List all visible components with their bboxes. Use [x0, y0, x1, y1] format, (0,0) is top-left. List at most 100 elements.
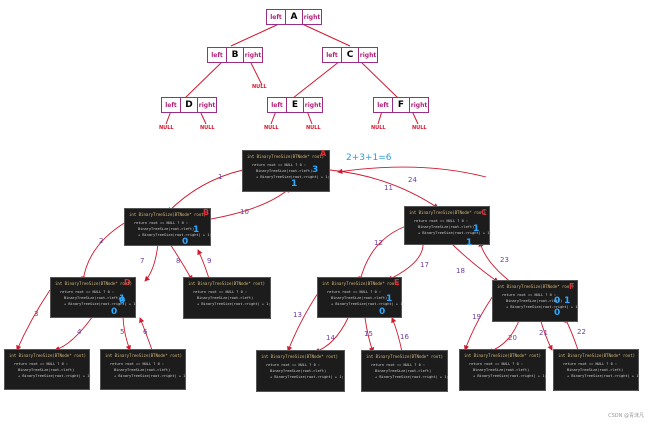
return-value: 1 — [466, 238, 473, 248]
step-number: 22 — [577, 328, 586, 336]
null-label: NULL — [371, 125, 386, 131]
code-line: + BinaryTreeSize(root->right) + 1; — [375, 375, 449, 379]
left-pointer-label: left — [211, 51, 223, 59]
code-line: + BinaryTreeSize(root->right) + 1; — [418, 231, 492, 235]
step-number: 7 — [140, 257, 145, 265]
function-header: int BinaryTreeSize(BTNode* root) — [322, 281, 400, 286]
recursion-frame-d: int BinaryTreeSize(BTNode* root) return … — [50, 277, 138, 318]
step-number: 13 — [293, 311, 302, 319]
step-number: 12 — [374, 239, 383, 247]
right-pointer-label: right — [410, 101, 428, 109]
recursion-frame-b: int BinaryTreeSize(BTNode* root) return … — [124, 208, 212, 246]
node-value: F — [392, 98, 410, 112]
right-pointer-label: right — [303, 13, 321, 21]
right-pointer-label: right — [198, 101, 216, 109]
return-value: 1 — [291, 179, 298, 189]
step-number: 24 — [408, 176, 417, 184]
return-value: 1 — [473, 224, 480, 234]
code-line: + BinaryTreeSize(root->right) + 1; — [114, 374, 188, 378]
code-line: return root == NULL ? 0 : — [14, 362, 69, 366]
code-line: return root == NULL ? 0 : — [502, 293, 557, 297]
code-line: return root == NULL ? 0 : — [469, 362, 524, 366]
step-number: 19 — [472, 313, 481, 321]
step-number: 11 — [384, 184, 393, 192]
null-label: NULL — [412, 125, 427, 131]
tree-node-b: left B right — [207, 47, 263, 63]
code-line: BinaryTreeSize(root->left) — [18, 368, 75, 372]
recursion-frame-null: int BinaryTreeSize(BTNode* root) return … — [4, 349, 92, 390]
code-line: BinaryTreeSize(root->left) — [197, 296, 254, 300]
frame-node-label: A — [320, 149, 327, 158]
tree-node-a: left A right — [266, 9, 322, 25]
watermark: CSDN @青沫凡 — [608, 413, 644, 419]
step-number: 3 — [34, 310, 39, 318]
step-number: 4 — [77, 328, 82, 336]
step-number: 17 — [420, 261, 429, 269]
node-value: C — [341, 48, 359, 62]
right-pointer-label: right — [304, 101, 322, 109]
code-line: BinaryTreeSize(root->left) — [331, 296, 388, 300]
sum-annotation: 2+3+1=6 — [346, 153, 392, 163]
null-label: NULL — [252, 84, 267, 90]
code-line: + BinaryTreeSize(root->right) + 1; — [567, 374, 641, 378]
code-line: BinaryTreeSize(root->left) — [114, 368, 171, 372]
null-label: NULL — [264, 125, 279, 131]
step-number: 14 — [326, 334, 335, 342]
node-value: B — [226, 48, 244, 62]
step-number: 5 — [120, 328, 125, 336]
recursion-frame-null: int BinaryTreeSize(BTNode* root) return … — [256, 350, 345, 392]
step-number: 21 — [539, 329, 548, 337]
recursion-frame-c: int BinaryTreeSize(BTNode* root) return … — [404, 206, 492, 245]
code-line: BinaryTreeSize(root->left) — [473, 368, 530, 372]
recursion-frame-f: int BinaryTreeSize(BTNode* root) return … — [492, 280, 580, 322]
code-line: return root == NULL ? 0 : — [193, 290, 248, 294]
tree-node-f: left F right — [373, 97, 429, 113]
code-line: BinaryTreeSize(root->left) — [506, 299, 563, 303]
code-line: + BinaryTreeSize(root->right) + 1; — [197, 302, 271, 306]
frame-node-label: C — [481, 208, 487, 217]
step-number: 15 — [364, 330, 373, 338]
frame-node-label: D — [124, 278, 131, 287]
code-line: + BinaryTreeSize(root->right) + 1; — [64, 302, 138, 306]
code-line: return root == NULL ? 0 : — [327, 290, 382, 294]
code-line: BinaryTreeSize(root->left) — [418, 225, 475, 229]
function-header: int BinaryTreeSize(BTNode* root) — [105, 353, 183, 358]
step-number: 6 — [143, 328, 148, 336]
step-number: 1 — [218, 173, 223, 181]
function-header: int BinaryTreeSize(BTNode* root) — [464, 353, 542, 358]
code-line: BinaryTreeSize(root->left) — [567, 368, 624, 372]
left-pointer-label: left — [271, 101, 283, 109]
function-header: int BinaryTreeSize(BTNode* root) — [366, 354, 444, 359]
code-line: return root == NULL ? 0 : — [563, 362, 618, 366]
recursion-frame-d-right-null: int BinaryTreeSize(BTNode* root) return … — [183, 277, 271, 319]
return-value: 1 — [119, 294, 126, 304]
function-header: int BinaryTreeSize(BTNode* root) — [558, 353, 636, 358]
tree-node-c: left C right — [322, 47, 378, 63]
step-number: 18 — [456, 267, 465, 275]
return-value-zero: 0 — [111, 307, 118, 317]
return-value: 3 — [312, 165, 319, 175]
node-value: D — [180, 98, 198, 112]
left-pointer-label: left — [377, 101, 389, 109]
return-value: 1 — [386, 294, 393, 304]
code-line: return root == NULL ? 0 : — [60, 290, 115, 294]
function-header: int BinaryTreeSize(BTNode* root) — [409, 210, 487, 215]
function-header: int BinaryTreeSize(BTNode* root) — [9, 353, 87, 358]
code-line: BinaryTreeSize(root->left) — [270, 369, 327, 373]
code-line: + BinaryTreeSize(root->right) + 1; — [256, 175, 330, 179]
return-value: 1 — [193, 225, 200, 235]
return-value: 1 — [564, 296, 571, 306]
step-number: 8 — [176, 257, 181, 265]
right-pointer-label: right — [244, 51, 262, 59]
code-line: + BinaryTreeSize(root->right) + 1; — [270, 375, 344, 379]
tree-node-d: left D right — [161, 97, 217, 113]
recursion-frame-null: int BinaryTreeSize(BTNode* root) return … — [361, 350, 449, 392]
recursion-frame-a: int BinaryTreeSize(BTNode* root) return … — [242, 150, 330, 192]
code-line: BinaryTreeSize(root->left) — [256, 169, 313, 173]
function-header: int BinaryTreeSize(BTNode* root) — [247, 154, 325, 159]
code-line: return root == NULL ? 0 : — [134, 221, 189, 225]
code-line: + BinaryTreeSize(root->right) + 1; — [473, 374, 547, 378]
code-line: + BinaryTreeSize(root->right) + 1; — [138, 233, 212, 237]
function-header: int BinaryTreeSize(BTNode* root) — [188, 281, 266, 286]
